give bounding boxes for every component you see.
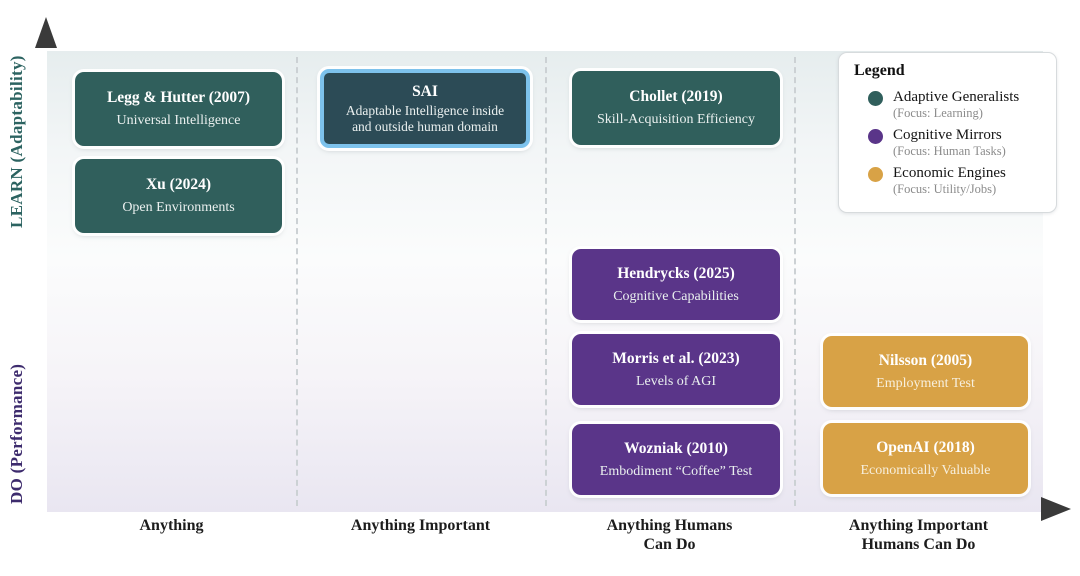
x-category-anything: Anything <box>139 517 204 534</box>
purple-dot-icon <box>868 129 883 144</box>
node-sai-highlighted: SAI Adaptable Intelligence inside and ou… <box>320 69 530 148</box>
node-title: Nilsson (2005) <box>878 351 973 369</box>
x-category-anything-humans-can-do: Anything Humans Can Do <box>606 517 733 553</box>
node-nilsson: Nilsson (2005) Employment Test <box>823 336 1028 407</box>
node-subtitle: Cognitive Capabilities <box>613 288 739 304</box>
legend-title: Legend <box>854 62 905 79</box>
y-axis-label-learn: LEARN (Adaptability) <box>7 55 26 229</box>
legend-focus: (Focus: Utility/Jobs) <box>893 182 997 196</box>
x-axis-arrow-icon <box>1041 497 1071 521</box>
node-title: OpenAI (2018) <box>876 438 975 456</box>
column-divider-2 <box>545 57 547 506</box>
column-divider-1 <box>296 57 298 506</box>
node-subtitle: Economically Valuable <box>860 462 991 478</box>
legend-item-economic-engines: Economic Engines (Focus: Utility/Jobs) <box>854 164 1044 197</box>
legend-label: Cognitive Mirrors <box>893 127 1002 143</box>
node-subtitle: Universal Intelligence <box>116 113 241 128</box>
node-morris: Morris et al. (2023) Levels of AGI <box>572 334 780 405</box>
node-title: Chollet (2019) <box>629 88 723 105</box>
gold-dot-icon <box>868 167 883 182</box>
node-subtitle: Adaptable Intelligence inside and outsid… <box>345 102 505 134</box>
legend-item-cognitive-mirrors: Cognitive Mirrors (Focus: Human Tasks) <box>854 126 1044 159</box>
legend-label: Adaptive Generalists <box>893 89 1020 105</box>
legend-item-adaptive-generalists: Adaptive Generalists (Focus: Learning) <box>854 88 1044 121</box>
legend-focus: (Focus: Learning) <box>893 106 983 120</box>
node-openai: OpenAI (2018) Economically Valuable <box>823 423 1028 494</box>
node-xu: Xu (2024) Open Environments <box>75 159 282 233</box>
legend-label: Economic Engines <box>893 165 1006 181</box>
x-category-anything-important-humans-can-do: Anything Important Humans Can Do <box>848 517 989 553</box>
node-title: Morris et al. (2023) <box>612 349 740 367</box>
node-wozniak: Wozniak (2010) Embodiment “Coffee” Test <box>572 424 780 495</box>
column-divider-3 <box>794 57 796 506</box>
y-axis-arrow-icon <box>35 17 57 48</box>
node-subtitle: Skill-Acquisition Efficiency <box>597 112 755 127</box>
node-title: Legg & Hutter (2007) <box>106 89 251 106</box>
node-hendrycks: Hendrycks (2025) Cognitive Capabilities <box>572 249 780 320</box>
node-chollet: Chollet (2019) Skill-Acquisition Efficie… <box>572 71 780 145</box>
node-legg-hutter: Legg & Hutter (2007) Universal Intellige… <box>75 72 282 146</box>
y-axis-label-do: DO (Performance) <box>7 363 26 505</box>
node-title: SAI <box>412 82 438 100</box>
legend-focus: (Focus: Human Tasks) <box>893 144 1006 158</box>
legend: Legend Adaptive Generalists (Focus: Lear… <box>838 52 1057 213</box>
node-title: Xu (2024) <box>145 176 211 193</box>
node-subtitle: Employment Test <box>876 375 975 391</box>
node-subtitle: Levels of AGI <box>635 373 717 389</box>
node-title: Wozniak (2010) <box>624 439 728 457</box>
teal-dot-icon <box>868 91 883 106</box>
node-title: Hendrycks (2025) <box>617 264 735 282</box>
node-subtitle: Embodiment “Coffee” Test <box>599 463 753 479</box>
node-subtitle: Open Environments <box>122 200 235 215</box>
x-category-anything-important: Anything Important <box>350 517 491 534</box>
